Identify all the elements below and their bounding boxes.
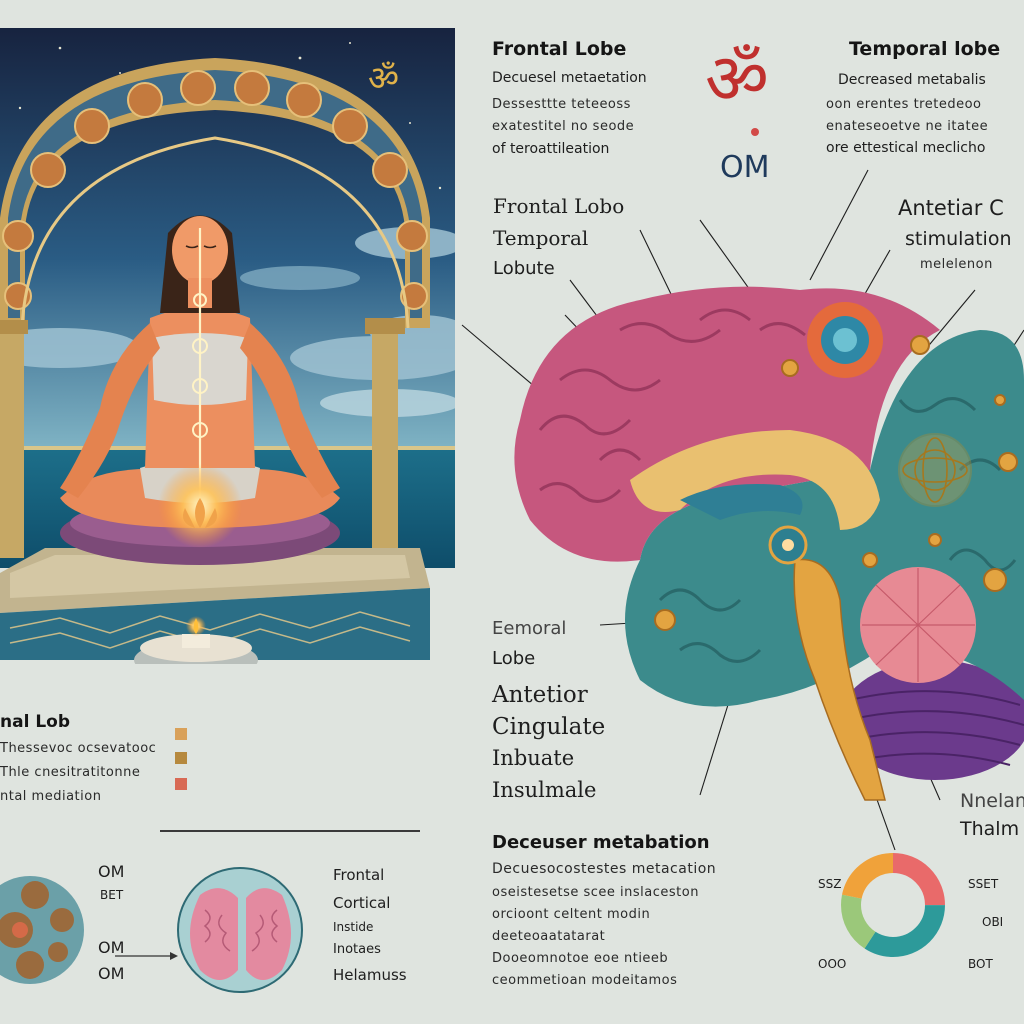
color-swatch-2 (175, 752, 187, 764)
om-symbol-scene: ॐ (368, 59, 399, 99)
donut-chart (841, 853, 945, 957)
meditating-woman (60, 215, 340, 528)
om-label-4: OM (98, 964, 125, 983)
stimulation-label: stimulation (905, 228, 1012, 250)
bottom-left-diagrams (0, 867, 303, 993)
frontal-lobo-label: Frontal Lobo (493, 194, 625, 218)
om-label: OM (720, 150, 770, 185)
color-swatch-1 (175, 728, 187, 740)
frontal-line-3: exatestitel no seode (492, 119, 635, 134)
om-symbol-icon: ॐ (705, 38, 769, 120)
temporal-line-2: oon erentes tretedeoo (826, 97, 982, 112)
meditation-illustration: ॐ (0, 28, 455, 664)
chart-right-label-3: BOT (968, 957, 993, 971)
temporal-lower-label: Eemoral (492, 618, 567, 639)
temporal-label: Temporal (493, 226, 589, 250)
stimulation-sub-label: melelenon (920, 257, 993, 272)
candle (134, 616, 258, 664)
metabolism-line-3: orcioont celtent modin (492, 907, 651, 922)
anterior-cingulate-label-2: Cingulate (492, 714, 606, 740)
om-label-3: OM (98, 938, 125, 957)
brain-label-4: Inotaes (333, 942, 381, 957)
platform (0, 548, 430, 660)
frontal-line-1: Decuesel metaetation (492, 70, 647, 86)
thalamus-label: Thalm (960, 818, 1020, 840)
temporal-line-3: enateseoetve ne itatee (826, 119, 989, 134)
lotus-icon (182, 498, 218, 528)
inbulate-label: Inbuate (492, 746, 575, 770)
metabolism-line-4: deeteoaatatarat (492, 929, 606, 944)
brain-label-2: Cortical (333, 894, 391, 912)
chart-left-label-1: SSZ (818, 877, 842, 891)
decreased-metabolism-title: Deceuser metabation (492, 832, 710, 853)
lobe-lower-label: Lobe (492, 648, 536, 669)
frontal-lobe-title: Frontal Lobe (492, 38, 627, 60)
ornate-arch (0, 58, 430, 329)
cerebellum (840, 660, 1024, 780)
temporal-lobe-title: Temporal lobe (849, 38, 1001, 60)
left-label-line-1: Thessevoc ocsevatooc (0, 741, 157, 756)
frontal-line-4: of teroattileation (492, 141, 610, 157)
anterior-cingulate-label-1: Antetior (492, 682, 588, 708)
left-label-line-3: ntal mediation (0, 789, 102, 804)
insulmale-label: Insulmale (492, 778, 597, 802)
temporal-line-4: ore ettestical meclicho (826, 140, 986, 156)
brain-label-3: Instide (333, 920, 374, 934)
divider (160, 830, 420, 832)
chart-right-label-1: SSET (968, 877, 999, 891)
om-label-2: BET (100, 888, 124, 902)
brain-label-5: Helamuss (333, 966, 407, 984)
om-label-1: OM (98, 862, 125, 881)
thalamus-top-label: Nnelam (960, 790, 1024, 812)
lobute-label: Lobute (493, 258, 555, 279)
metabolism-line-5: Dooeomnotoe eoe ntieeb (492, 951, 669, 966)
left-label-title: nal Lob (0, 712, 71, 732)
brain-label-1: Frontal (333, 866, 385, 884)
chart-left-label-2: OOO (818, 957, 847, 971)
corpus-callosum (630, 430, 880, 530)
frontal-line-2: Dessesttte teteeoss (492, 97, 631, 112)
brain-diagram (461, 169, 1024, 957)
chart-right-label-2: OBI (982, 915, 1004, 929)
color-swatch-3 (175, 778, 187, 790)
metabolism-line-1: Decuesocostestes metacation (492, 861, 717, 877)
temporal-line-1: Decreased metabalis (838, 72, 986, 88)
metabolism-line-6: ceommetioan modeitamos (492, 973, 678, 988)
metabolism-line-2: oseistesetse scee inslaceston (492, 885, 699, 900)
om-dot (751, 128, 759, 136)
anterior-label: Antetiar C (898, 196, 1004, 220)
left-label-line-2: Thle cnesitratitonne (0, 765, 141, 780)
mandala (898, 433, 972, 507)
brainstem (793, 558, 886, 801)
